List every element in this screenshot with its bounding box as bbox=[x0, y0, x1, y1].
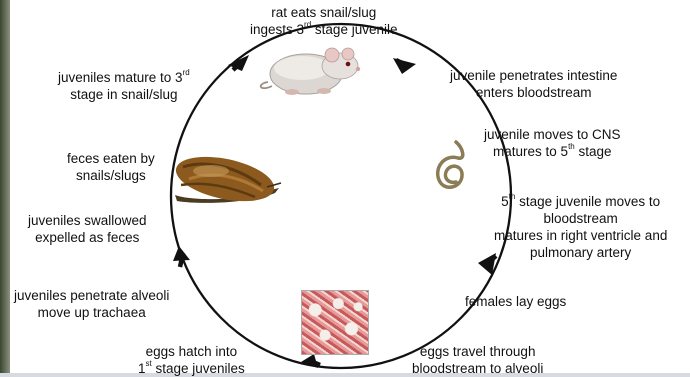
label-swallowed: juveniles swallowed expelled as feces bbox=[28, 212, 147, 246]
label-fifth-stage: 5th stage juvenile moves to bloodstream … bbox=[494, 193, 667, 261]
label-feces-eaten: feces eaten by snails/slugs bbox=[67, 150, 155, 184]
label-rat-eats: rat eats snail/slug ingests 3rd stage ju… bbox=[250, 4, 397, 38]
label-moves-cns: juvenile moves to CNS matures to 5th sta… bbox=[484, 126, 621, 160]
label-penetrate-alveoli: juveniles penetrate alveoli move up trac… bbox=[14, 287, 169, 321]
rat-image bbox=[261, 48, 360, 95]
label-eggs-hatch: eggs hatch into 1st stage juveniles bbox=[138, 343, 245, 377]
snail-image bbox=[172, 149, 281, 209]
label-penetrates-intestine: juvenile penetrates intestine enters blo… bbox=[450, 67, 617, 101]
label-mature-third: juveniles mature to 3rd stage in snail/s… bbox=[58, 69, 190, 103]
label-eggs-travel: eggs travel through bloodstream to alveo… bbox=[412, 343, 543, 377]
label-females-lay-eggs: females lay eggs bbox=[465, 293, 566, 310]
worm-image bbox=[438, 142, 463, 187]
eggs-micrograph-image bbox=[301, 290, 369, 355]
